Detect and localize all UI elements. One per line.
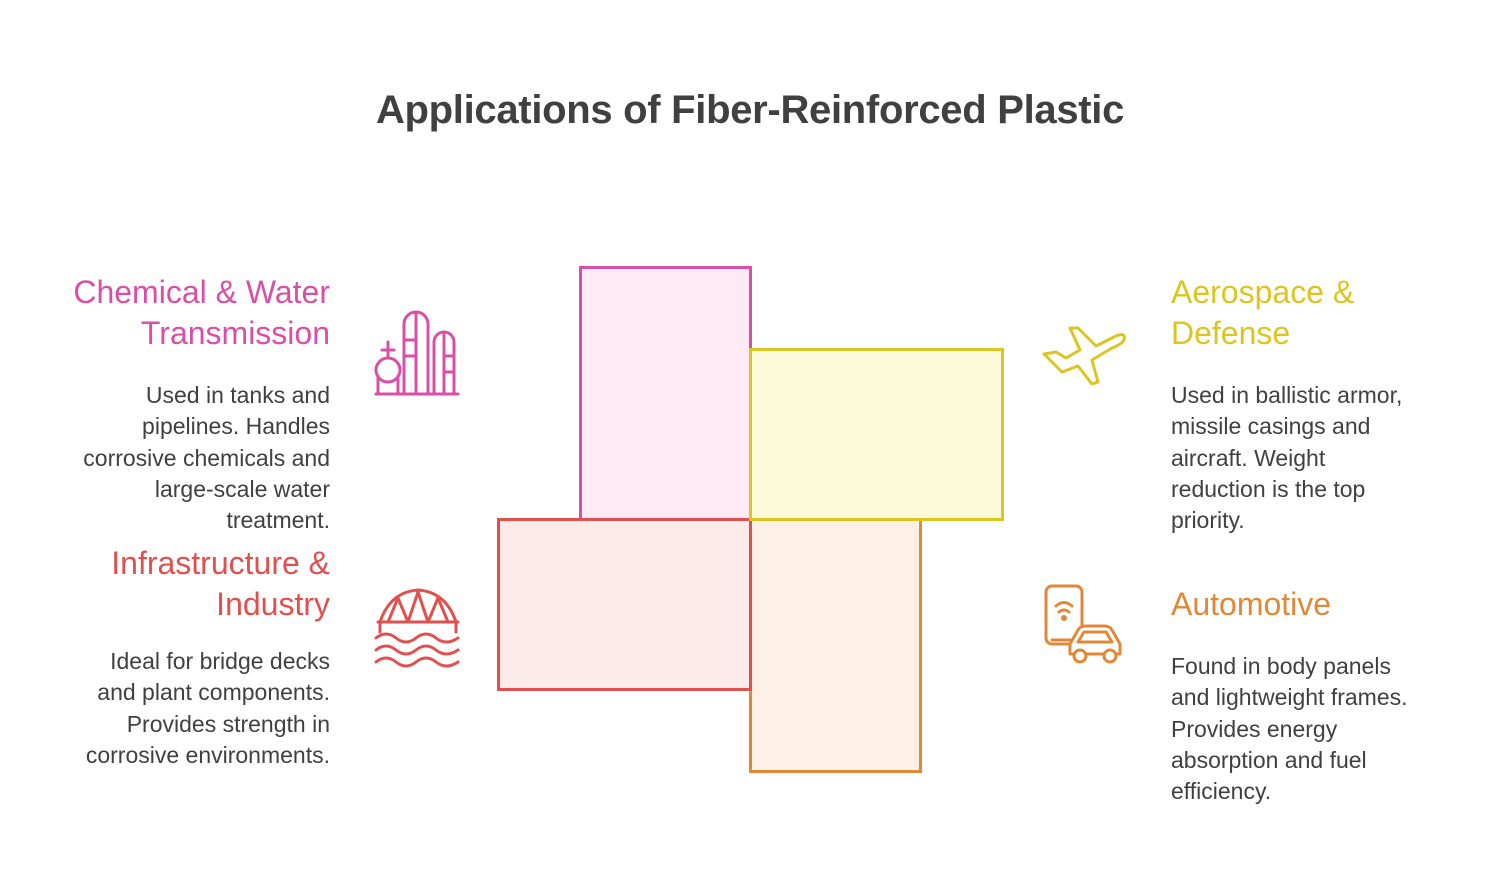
industrial-plant-icon — [372, 310, 462, 398]
chemical-heading: Chemical & Water Transmission — [73, 274, 330, 351]
aerospace-description: Used in ballistic armor, missile casings… — [1171, 382, 1403, 534]
bridge-icon — [374, 586, 462, 668]
infrastructure-block — [497, 518, 752, 691]
airplane-icon — [1040, 322, 1128, 386]
page-title: Applications of Fiber-Reinforced Plastic — [375, 88, 1125, 132]
infrastructure-heading: Infrastructure & Industry — [111, 545, 330, 622]
chemical-block — [579, 266, 752, 521]
automotive-block — [749, 518, 922, 773]
infrastructure-description: Ideal for bridge decks and plant compone… — [85, 648, 330, 768]
chemical-description: Used in tanks and pipelines. Handles cor… — [83, 382, 330, 534]
automotive-description: Found in body panels and lightweight fra… — [1171, 653, 1408, 805]
automotive-heading: Automotive — [1171, 586, 1332, 622]
aerospace-heading: Aerospace & Defense — [1171, 274, 1355, 351]
connected-car-icon — [1042, 584, 1126, 666]
aerospace-block — [749, 348, 1004, 521]
